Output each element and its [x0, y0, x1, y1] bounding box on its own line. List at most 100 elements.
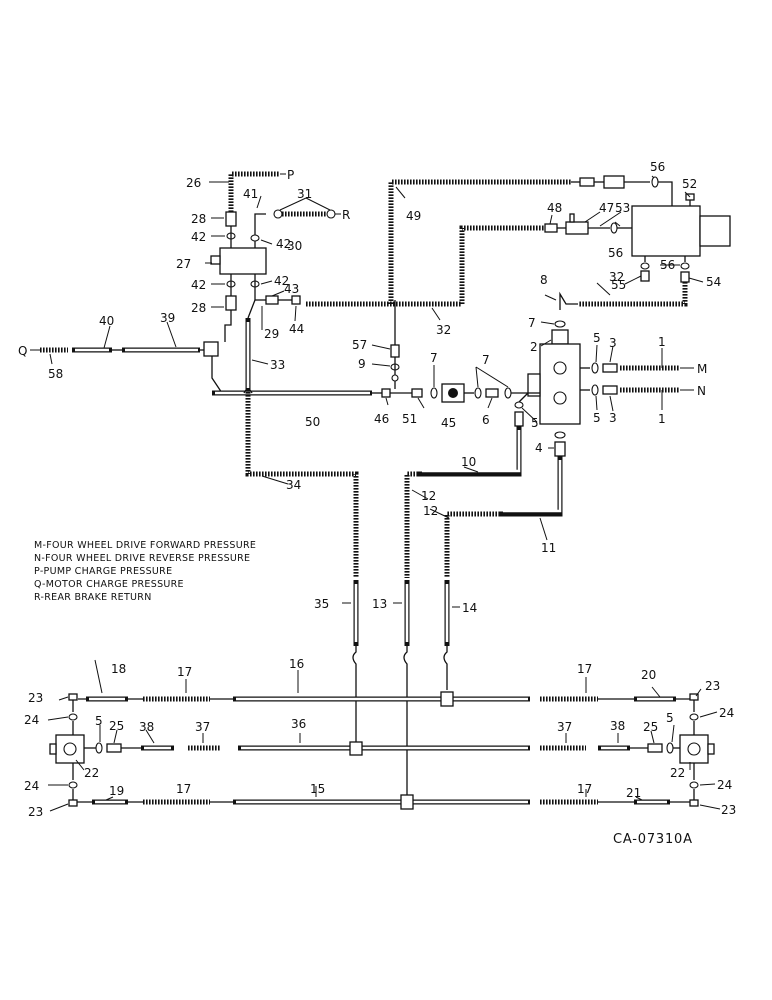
callout-20: 20 — [641, 668, 656, 682]
callout-56-c: 56 — [660, 258, 675, 272]
callout-24-c: 24 — [24, 779, 39, 793]
callout-29: 29 — [264, 327, 279, 341]
callout-56-a: 56 — [650, 160, 665, 174]
callout-52: 52 — [682, 177, 697, 191]
callout-49: 49 — [406, 209, 421, 223]
callout-33: 33 — [270, 358, 285, 372]
callout-11: 11 — [541, 541, 556, 555]
axle-lines — [49, 691, 715, 810]
legend-n: N-FOUR WHEEL DRIVE REVERSE PRESSURE — [34, 553, 250, 564]
callout-27: 27 — [176, 257, 191, 271]
callout-19: 19 — [109, 784, 124, 798]
callout-5-c: 5 — [531, 416, 539, 430]
callout-38-b: 38 — [610, 719, 625, 733]
callout-17-d: 17 — [577, 782, 592, 796]
pump-charge-valve-group — [210, 171, 341, 392]
callout-16: 16 — [289, 657, 304, 671]
callout-28-bottom: 28 — [191, 301, 206, 315]
legend-q: Q-MOTOR CHARGE PRESSURE — [34, 579, 184, 590]
callout-22-a: 22 — [84, 766, 99, 780]
callout-35: 35 — [314, 597, 329, 611]
valve-block-27 — [219, 247, 267, 275]
callout-43: 43 — [284, 282, 299, 296]
port-p: P — [287, 168, 294, 182]
callout-17-a: 17 — [177, 665, 192, 679]
callout-23-c: 23 — [28, 805, 43, 819]
callout-47: 47 — [599, 201, 614, 215]
callout-26: 26 — [186, 176, 201, 190]
callout-7-b: 7 — [482, 353, 490, 367]
callout-48: 48 — [547, 201, 562, 215]
callout-5-d: 5 — [95, 714, 103, 728]
callout-32-left: 32 — [436, 323, 451, 337]
callout-25-a: 25 — [109, 719, 124, 733]
callout-1-b: 1 — [658, 412, 666, 426]
callout-53: 53 — [615, 201, 630, 215]
callout-24-d: 24 — [717, 778, 732, 792]
callout-23-a: 23 — [28, 691, 43, 705]
callout-38-a: 38 — [139, 720, 154, 734]
callout-58: 58 — [48, 367, 63, 381]
callout-36: 36 — [291, 717, 306, 731]
callout-2: 2 — [530, 340, 538, 354]
callout-28-top: 28 — [191, 212, 206, 226]
callout-5-a: 5 — [593, 331, 601, 345]
callout-17-b: 17 — [577, 662, 592, 676]
callout-12-a: 12 — [421, 489, 436, 503]
callout-7-a: 7 — [430, 351, 438, 365]
callout-7-c: 7 — [528, 316, 536, 330]
drawing-code: CA-07310A — [613, 832, 693, 847]
callout-55: 55 — [611, 278, 626, 292]
callout-21: 21 — [626, 786, 641, 800]
callout-9: 9 — [358, 357, 366, 371]
motor-charge-line — [30, 341, 223, 394]
leader-lines — [47, 175, 721, 812]
callout-56-b: 56 — [608, 246, 623, 260]
callout-4: 4 — [535, 441, 543, 455]
callout-12-b: 12 — [423, 504, 438, 518]
callout-numbers: 26 41 31 30 28 42 42 27 42 42 43 28 29 4… — [24, 160, 736, 819]
callout-15: 15 — [310, 782, 325, 796]
callout-40: 40 — [99, 314, 114, 328]
callout-57: 57 — [352, 338, 367, 352]
port-q: Q — [18, 344, 27, 358]
callout-50: 50 — [305, 415, 320, 429]
legend-p: P-PUMP CHARGE PRESSURE — [34, 566, 172, 577]
callout-18: 18 — [111, 662, 126, 676]
callout-8: 8 — [540, 273, 548, 287]
callout-42-b: 42 — [276, 237, 291, 251]
callout-34: 34 — [286, 478, 301, 492]
callout-41: 41 — [243, 187, 258, 201]
callout-13: 13 — [372, 597, 387, 611]
callout-23-b: 23 — [705, 679, 720, 693]
callout-3-b: 3 — [609, 411, 617, 425]
fitting-57 — [390, 300, 400, 389]
callout-37-b: 37 — [557, 720, 572, 734]
callout-42-c: 42 — [191, 278, 206, 292]
callout-5-e: 5 — [666, 711, 674, 725]
callout-24-a: 24 — [24, 713, 39, 727]
callout-54: 54 — [706, 275, 721, 289]
callout-23-d: 23 — [721, 803, 736, 817]
callout-51: 51 — [402, 412, 417, 426]
callout-17-c: 17 — [176, 782, 191, 796]
down-lines — [243, 388, 500, 797]
callout-39: 39 — [160, 311, 175, 325]
legend-m: M-FOUR WHEEL DRIVE FORWARD PRESSURE — [34, 540, 256, 551]
callout-37-a: 37 — [195, 720, 210, 734]
tee-fitting — [203, 341, 219, 357]
callout-46: 46 — [374, 412, 389, 426]
callout-44: 44 — [289, 322, 304, 336]
line-50 — [212, 383, 540, 403]
legend: M-FOUR WHEEL DRIVE FORWARD PRESSURE N-FO… — [34, 540, 256, 603]
callout-1-a: 1 — [658, 335, 666, 349]
callout-22-b: 22 — [670, 766, 685, 780]
callout-42-d: 42 — [274, 274, 289, 288]
callout-5-b: 5 — [593, 411, 601, 425]
callout-42-a: 42 — [191, 230, 206, 244]
callout-3-a: 3 — [609, 336, 617, 350]
port-letters: P R Q M N — [18, 168, 707, 398]
callout-10: 10 — [461, 455, 476, 469]
port-n: N — [697, 384, 706, 398]
callout-30: 30 — [287, 239, 302, 253]
